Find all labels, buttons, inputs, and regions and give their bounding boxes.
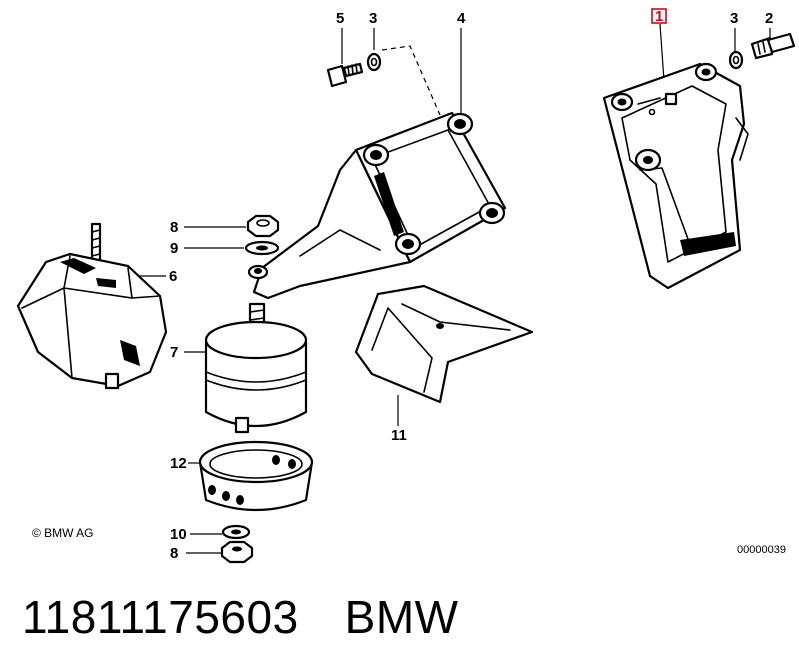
heat-shield-11 [354, 284, 534, 404]
callout-6: 6 [169, 268, 177, 285]
bracket-4 [247, 111, 507, 300]
washer-9 [244, 240, 280, 256]
engine-bracket-1 [602, 62, 749, 290]
nut-8-top [246, 214, 280, 238]
callout-10: 10 [170, 526, 187, 543]
caption-bar: 11811175603 BMW [22, 582, 459, 652]
callout-1-highlight[interactable]: 1 [651, 8, 667, 25]
collar-12 [198, 440, 314, 512]
callout-12: 12 [170, 455, 187, 472]
callout-8-top: 8 [170, 219, 178, 236]
brand-name: BMW [344, 591, 459, 643]
washer-10 [221, 524, 251, 540]
callout-4: 4 [457, 10, 466, 27]
engine-mount-6 [16, 222, 168, 390]
callout-5: 5 [336, 10, 344, 27]
callout-8-bottom: 8 [170, 545, 178, 562]
parts-diagram: 5 3 4 3 2 6 8 9 7 11 12 10 8 1 [16, 8, 796, 564]
callout-1: 1 [655, 8, 663, 25]
callout-3-right: 3 [730, 10, 738, 27]
document-number: 00000039 [737, 544, 786, 556]
leader-lines [133, 23, 771, 554]
bolt-5 [326, 62, 364, 88]
washer-3-right [728, 50, 744, 70]
part-number: 11811175603 [22, 591, 299, 643]
bolt-2 [750, 32, 796, 60]
copyright-label: © BMW AG [32, 526, 94, 540]
callout-9: 9 [170, 240, 178, 257]
washer-3-left [366, 52, 382, 72]
nut-8-bottom [220, 540, 254, 564]
callout-7: 7 [170, 344, 178, 361]
callout-11: 11 [391, 427, 407, 444]
cylinder-mount-7 [204, 302, 308, 434]
callout-3-left: 3 [369, 10, 377, 27]
callout-2: 2 [765, 10, 773, 27]
